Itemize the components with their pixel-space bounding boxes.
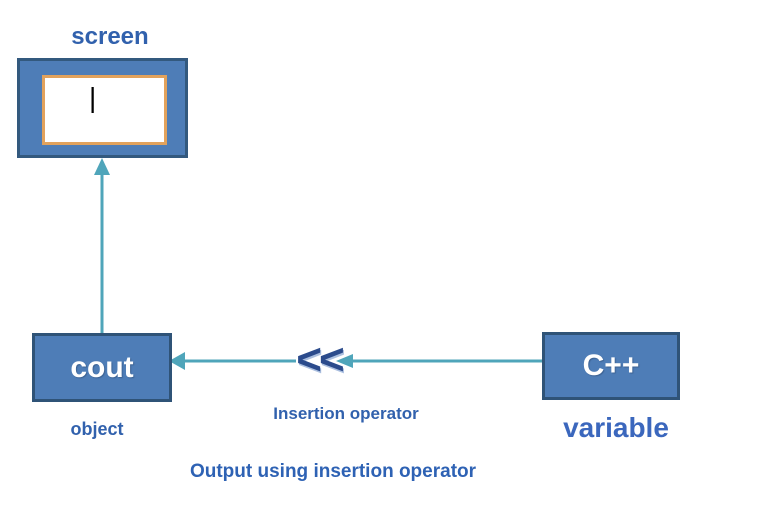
diagram-title: Output using insertion operator <box>189 461 477 482</box>
screen-label: screen <box>71 23 149 50</box>
cpp-box-label: C++ <box>582 349 640 382</box>
cout-box-label: cout <box>70 350 134 384</box>
screen-box: | <box>17 58 188 158</box>
cpp-variable-box: C++ <box>542 332 680 400</box>
screen-display-area: | <box>42 75 167 145</box>
up-arrowhead-icon <box>94 158 110 175</box>
insertion-operator-symbol: << <box>296 335 344 384</box>
variable-caption: variable <box>563 412 669 443</box>
insertion-operator-caption: Insertion operator <box>273 404 419 423</box>
object-caption: object <box>70 419 124 439</box>
cout-object-box: cout <box>32 333 172 402</box>
text-cursor: | <box>89 82 97 113</box>
